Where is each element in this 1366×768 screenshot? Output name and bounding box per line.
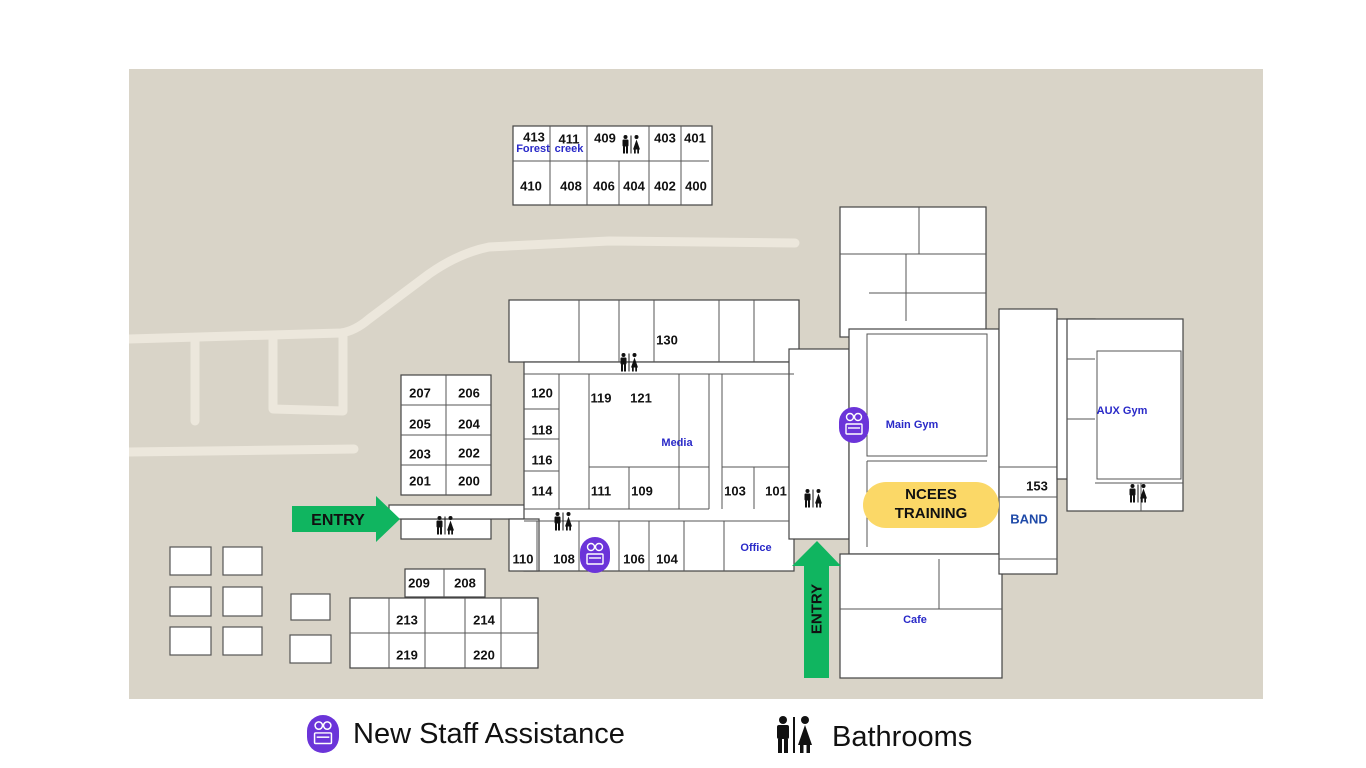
- room-number-110: 110: [512, 551, 534, 567]
- room-number-219: 219: [396, 647, 418, 663]
- place-label-office: Office: [740, 542, 772, 554]
- sidewalks: [129, 236, 800, 457]
- place-label-creek: creek: [554, 143, 584, 155]
- room-number-203: 203: [409, 446, 431, 462]
- room-number-209: 209: [408, 575, 430, 591]
- legend-bathrooms: Bathrooms: [772, 715, 972, 760]
- entry-arrows: [292, 496, 841, 678]
- place-label-band: BAND: [1010, 511, 1048, 527]
- buildings: [349, 125, 1184, 679]
- room-number-408: 408: [560, 178, 582, 194]
- room-number-205: 205: [409, 416, 431, 432]
- legend-staff-label: New Staff Assistance: [353, 717, 625, 750]
- room-number-410: 410: [520, 178, 542, 194]
- room-number-213: 213: [396, 612, 418, 628]
- room-number-400: 400: [685, 178, 707, 194]
- legend-staff-assistance: New Staff Assistance: [307, 715, 625, 753]
- room-number-402: 402: [654, 178, 676, 194]
- room-number-114: 114: [531, 483, 553, 499]
- room-number-101: 101: [765, 483, 787, 499]
- room-number-404: 404: [623, 178, 645, 194]
- interior-walls: [350, 126, 1183, 668]
- room-number-220: 220: [473, 647, 495, 663]
- room-number-108: 108: [553, 551, 575, 567]
- room-number-200: 200: [458, 473, 480, 489]
- room-number-401: 401: [684, 130, 706, 146]
- room-number-207: 207: [409, 385, 431, 401]
- restroom-icon: [620, 135, 642, 160]
- room-number-403: 403: [654, 130, 676, 146]
- room-number-103: 103: [724, 483, 746, 499]
- staff-assistance-icon: [839, 407, 869, 443]
- room-number-413: 413: [523, 129, 545, 145]
- place-label-aux-gym: AUX Gym: [1096, 405, 1148, 417]
- room-number-130: 130: [656, 332, 678, 348]
- campus-map: 413 411 409 403 401 410 408 406 404 402 400 207 206 2…: [129, 69, 1263, 699]
- restroom-icon: [802, 489, 824, 514]
- restroom-icon: [618, 353, 640, 378]
- map-canvas: [129, 125, 1184, 679]
- restroom-icon: [434, 516, 456, 541]
- restroom-icon: [1127, 484, 1149, 509]
- room-number-206: 206: [458, 385, 480, 401]
- room-number-214: 214: [473, 612, 495, 628]
- room-number-109: 109: [631, 483, 653, 499]
- room-number-201: 201: [409, 473, 431, 489]
- room-number-406: 406: [593, 178, 615, 194]
- room-number-104: 104: [656, 551, 678, 567]
- entry-arrow-west: [292, 496, 400, 542]
- entry-label-west: ENTRY: [311, 512, 365, 529]
- room-number-106: 106: [623, 551, 645, 567]
- place-label-forest: Forest: [516, 143, 550, 155]
- place-label-main-gym: Main Gym: [885, 419, 939, 431]
- room-number-411: 411: [558, 131, 580, 147]
- room-number-204: 204: [458, 416, 480, 432]
- room-number-153: 153: [1026, 478, 1048, 494]
- room-number-121: 121: [630, 390, 652, 406]
- place-label-cafe: Cafe: [903, 614, 927, 626]
- staff-assistance-icon: [307, 715, 339, 753]
- staff-assistance-icon: [580, 537, 610, 573]
- room-number-116: 116: [531, 452, 553, 468]
- map-legend: New Staff Assistance Bathrooms: [0, 700, 1366, 768]
- room-number-111: 111: [590, 483, 612, 499]
- room-number-119: 119: [590, 390, 612, 406]
- place-label-media: Media: [661, 437, 693, 449]
- ncees-training-badge: NCEES TRAINING: [863, 482, 999, 528]
- room-number-202: 202: [458, 445, 480, 461]
- entry-label-south: ENTRY: [808, 583, 826, 635]
- portables: [169, 546, 332, 664]
- legend-bathrooms-label: Bathrooms: [832, 721, 973, 753]
- restroom-icon: [552, 512, 574, 537]
- room-number-409: 409: [594, 130, 616, 146]
- restroom-icon: [772, 715, 816, 760]
- room-number-208: 208: [454, 575, 476, 591]
- room-number-120: 120: [531, 385, 553, 401]
- room-number-118: 118: [531, 422, 553, 438]
- entry-arrow-south: [792, 541, 841, 678]
